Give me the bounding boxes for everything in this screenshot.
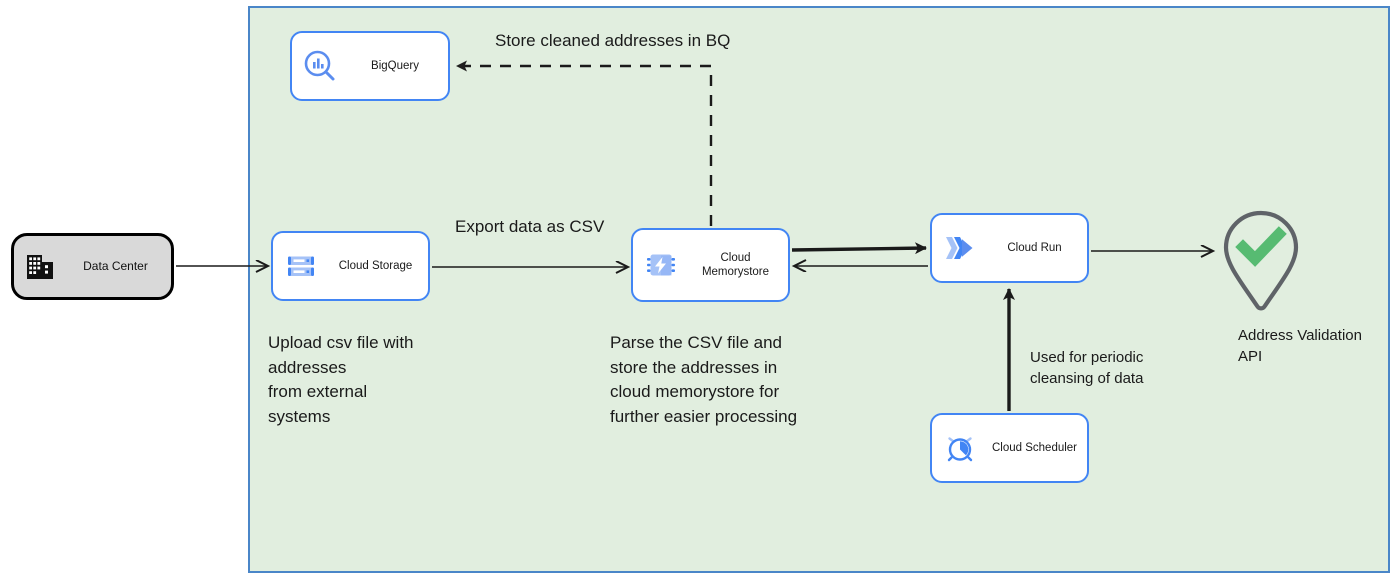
label-address-validation-api: Address Validation API: [1238, 327, 1362, 365]
node-cloud-memorystore[interactable]: Cloud Memorystore: [631, 228, 790, 302]
cloud-run-icon: [932, 233, 988, 263]
node-address-validation-api[interactable]: [1219, 209, 1303, 313]
node-cloud-scheduler-label: Cloud Scheduler: [991, 441, 1078, 454]
bigquery-icon: [292, 49, 348, 83]
data-center-icon: [14, 252, 66, 282]
cloud-memorystore-icon: [633, 249, 689, 281]
node-cloud-storage[interactable]: Cloud Storage: [271, 231, 430, 301]
node-cloud-run[interactable]: Cloud Run: [930, 213, 1089, 283]
label-periodic-cleansing: Used for periodic cleansing of data: [1030, 349, 1144, 387]
label-upload-csv-file: Upload csv file with addresses from exte…: [268, 333, 414, 426]
node-cloud-scheduler[interactable]: Cloud Scheduler: [930, 413, 1089, 483]
label-parse-csv-file: Parse the CSV file and store the address…: [610, 333, 798, 426]
label-store-cleaned-addresses: Store cleaned addresses in BQ: [495, 31, 731, 50]
node-bigquery[interactable]: BigQuery: [290, 31, 450, 101]
node-data-center[interactable]: Data Center: [11, 233, 174, 300]
node-cloud-run-label: Cloud Run: [1007, 241, 1062, 254]
cloud-scheduler-icon: [932, 432, 988, 464]
node-data-center-label: Data Center: [83, 259, 148, 273]
node-cloud-storage-label: Cloud Storage: [338, 259, 413, 272]
node-cloud-memorystore-label: Cloud Memorystore: [701, 251, 770, 278]
cloud-storage-icon: [273, 250, 329, 282]
label-export-data-as-csv: Export data as CSV: [455, 217, 605, 236]
node-bigquery-label: BigQuery: [371, 59, 419, 72]
